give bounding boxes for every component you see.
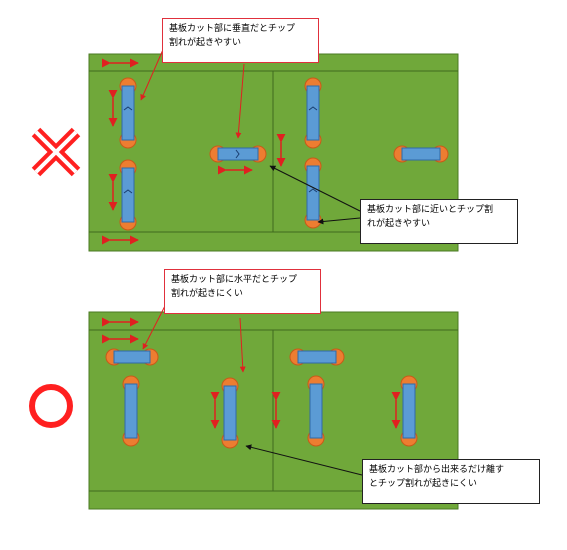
chip-horizontal-cracked — [209, 145, 267, 163]
callout-far-from-cut: 基板カット部から出来るだけ離す とチップ割れが起きにくい — [362, 459, 540, 504]
callout-pointer — [142, 299, 169, 350]
chip-horizontal — [105, 348, 159, 366]
chip-horizontal — [393, 145, 449, 163]
chip-vertical — [307, 375, 325, 447]
chip-vertical-cracked — [304, 77, 322, 149]
callout-pointer — [245, 444, 363, 476]
chip-horizontal — [289, 348, 345, 366]
chip-vertical-cracked — [304, 157, 322, 229]
callout-pointer — [239, 317, 246, 373]
chip-vertical-cracked — [119, 77, 137, 149]
chip-vertical — [400, 375, 418, 447]
callout-pointer — [235, 63, 245, 139]
callout-vertical-to-cut: 基板カット部に垂直だとチップ 割れが起きやすい — [162, 18, 319, 63]
callout-parallel-to-cut: 基板カット部に水平だとチップ 割れが起きにくい — [164, 269, 321, 314]
chip-vertical — [122, 375, 140, 447]
bad-example-panel — [88, 44, 459, 252]
cross-mark-icon — [31, 127, 81, 177]
chip-vertical — [221, 377, 239, 449]
callout-near-cut: 基板カット部に近いとチップ割 れが起きやすい — [360, 199, 518, 244]
callout-pointer — [269, 165, 361, 212]
callout-pointer — [140, 44, 166, 101]
circle-mark-icon — [29, 384, 73, 428]
callout-pointer — [317, 217, 361, 225]
chip-vertical-cracked — [119, 159, 137, 231]
